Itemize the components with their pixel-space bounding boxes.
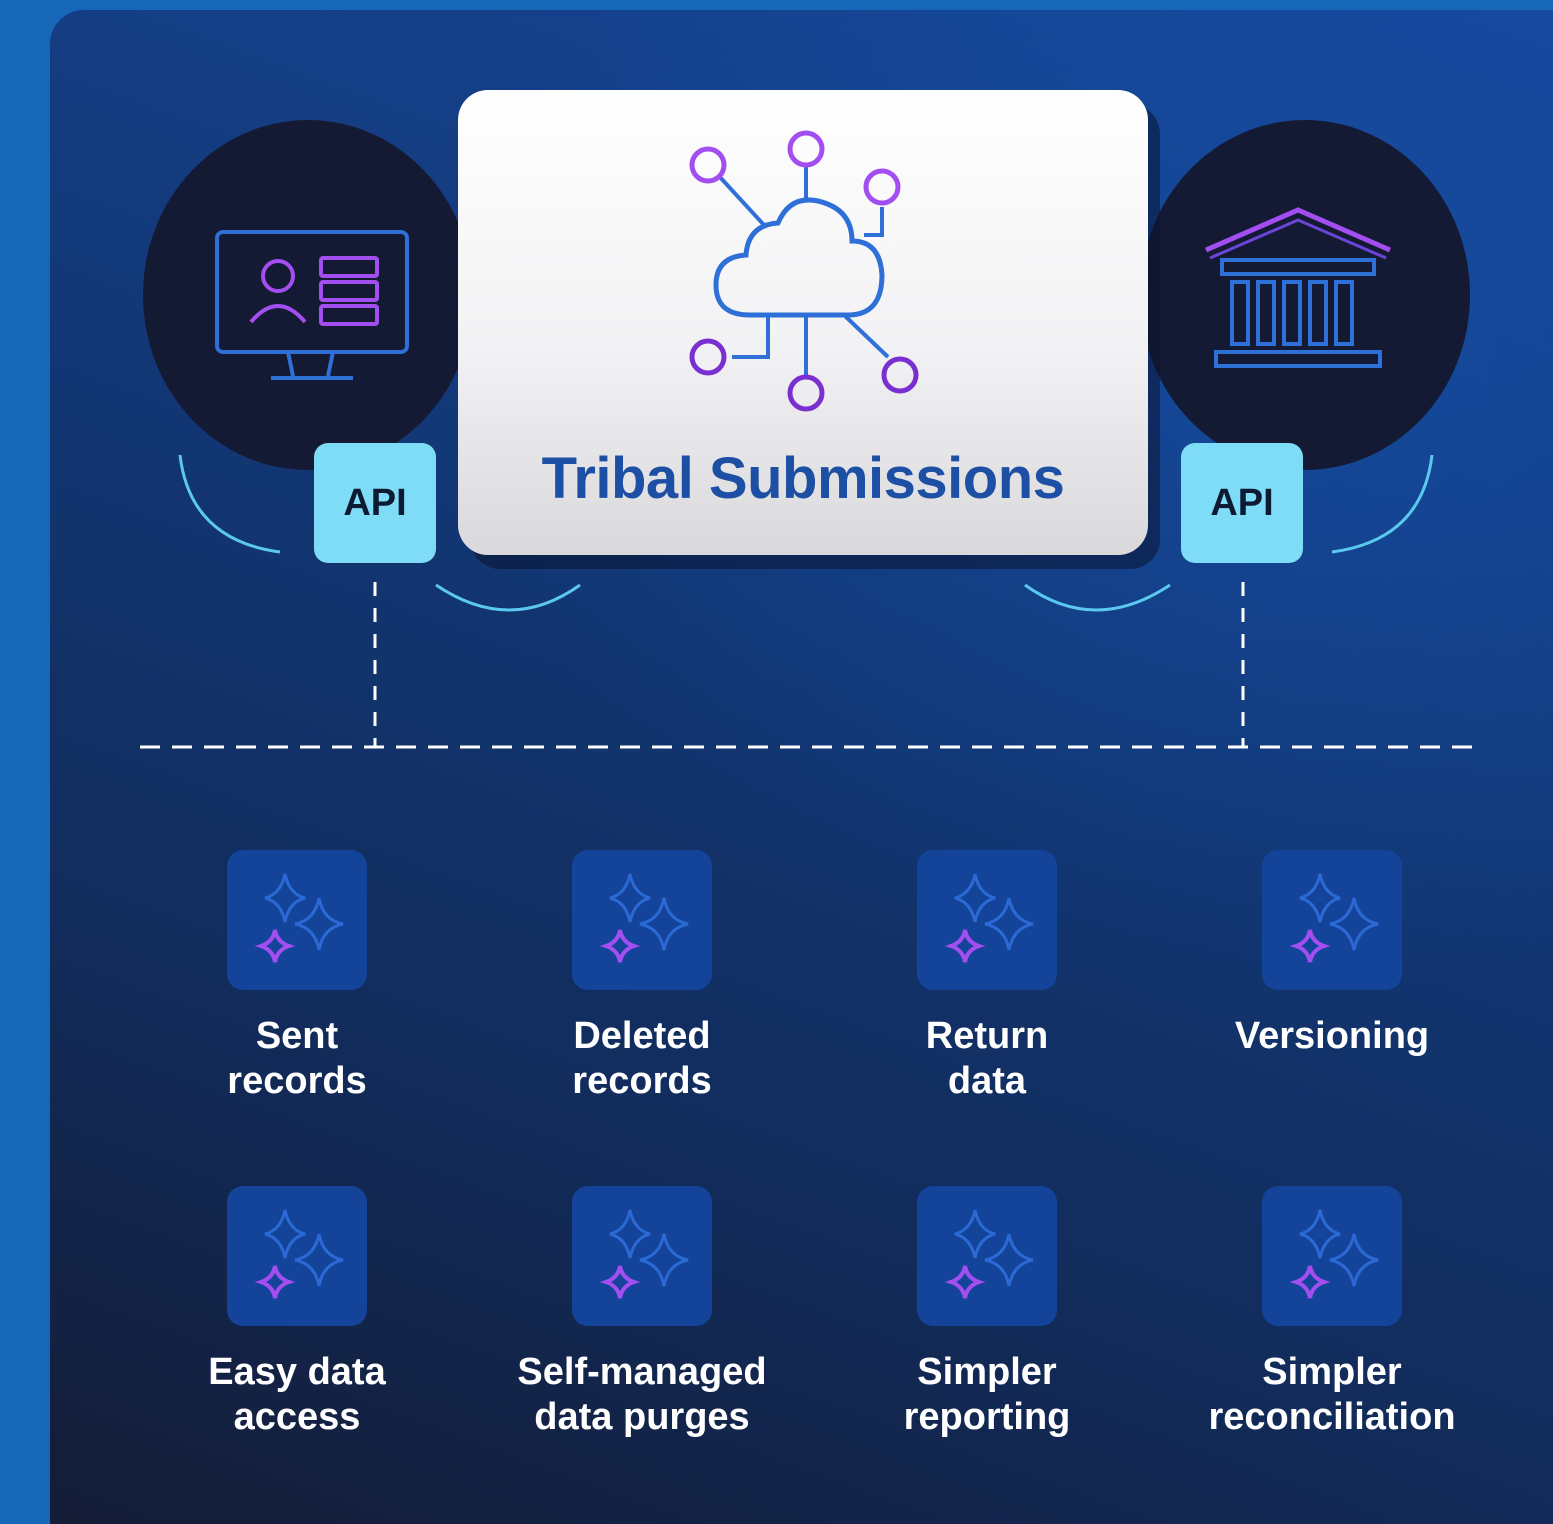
left-circle bbox=[143, 120, 473, 470]
feature-deleted-records: Deleted records bbox=[472, 850, 812, 1104]
feature-versioning: Versioning bbox=[1162, 850, 1502, 1059]
feature-sent-records: Sent records bbox=[127, 850, 467, 1104]
feature-label: Simpler reconciliation bbox=[1208, 1351, 1456, 1438]
feature-label: Versioning bbox=[1234, 1015, 1430, 1057]
feature-label: Simpler reporting bbox=[903, 1351, 1071, 1438]
feature-return-data: Return data bbox=[817, 850, 1157, 1104]
bank-icon bbox=[1205, 207, 1391, 368]
feature-self-managed-data-purges: Self-managed data purges bbox=[472, 1186, 812, 1440]
sparkle-icon bbox=[1262, 1186, 1402, 1326]
feature-label: Self-managed data purges bbox=[517, 1351, 767, 1438]
feature-label: Deleted records bbox=[572, 1015, 712, 1102]
feature-simpler-reporting: Simpler reporting bbox=[817, 1186, 1157, 1440]
feature-label: Sent records bbox=[227, 1015, 367, 1102]
feature-label: Easy data access bbox=[208, 1351, 386, 1438]
sparkle-icon bbox=[572, 850, 712, 990]
cloud-network-icon bbox=[689, 130, 919, 412]
sparkle-icon bbox=[227, 1186, 367, 1326]
connector-lines bbox=[140, 454, 1480, 749]
center-title: Tribal Submissions bbox=[541, 446, 1065, 511]
feature-simpler-reconciliation: Simpler reconciliation bbox=[1162, 1186, 1502, 1440]
sparkle-icon bbox=[227, 850, 367, 990]
right-circle bbox=[1140, 120, 1470, 470]
tribal-submissions-card: Tribal Submissions bbox=[458, 90, 1148, 555]
sparkle-icon bbox=[917, 1186, 1057, 1326]
sparkle-icon bbox=[1262, 850, 1402, 990]
left-api-badge: API bbox=[314, 443, 436, 563]
diagram-panel: Tribal Submissions API API Sent records … bbox=[50, 10, 1553, 1524]
sparkle-icon bbox=[572, 1186, 712, 1326]
feature-label: Return data bbox=[925, 1015, 1049, 1102]
computer-user-icon bbox=[215, 230, 409, 380]
sparkle-icon bbox=[917, 850, 1057, 990]
right-api-badge: API bbox=[1181, 443, 1303, 563]
feature-easy-data-access: Easy data access bbox=[127, 1186, 467, 1440]
